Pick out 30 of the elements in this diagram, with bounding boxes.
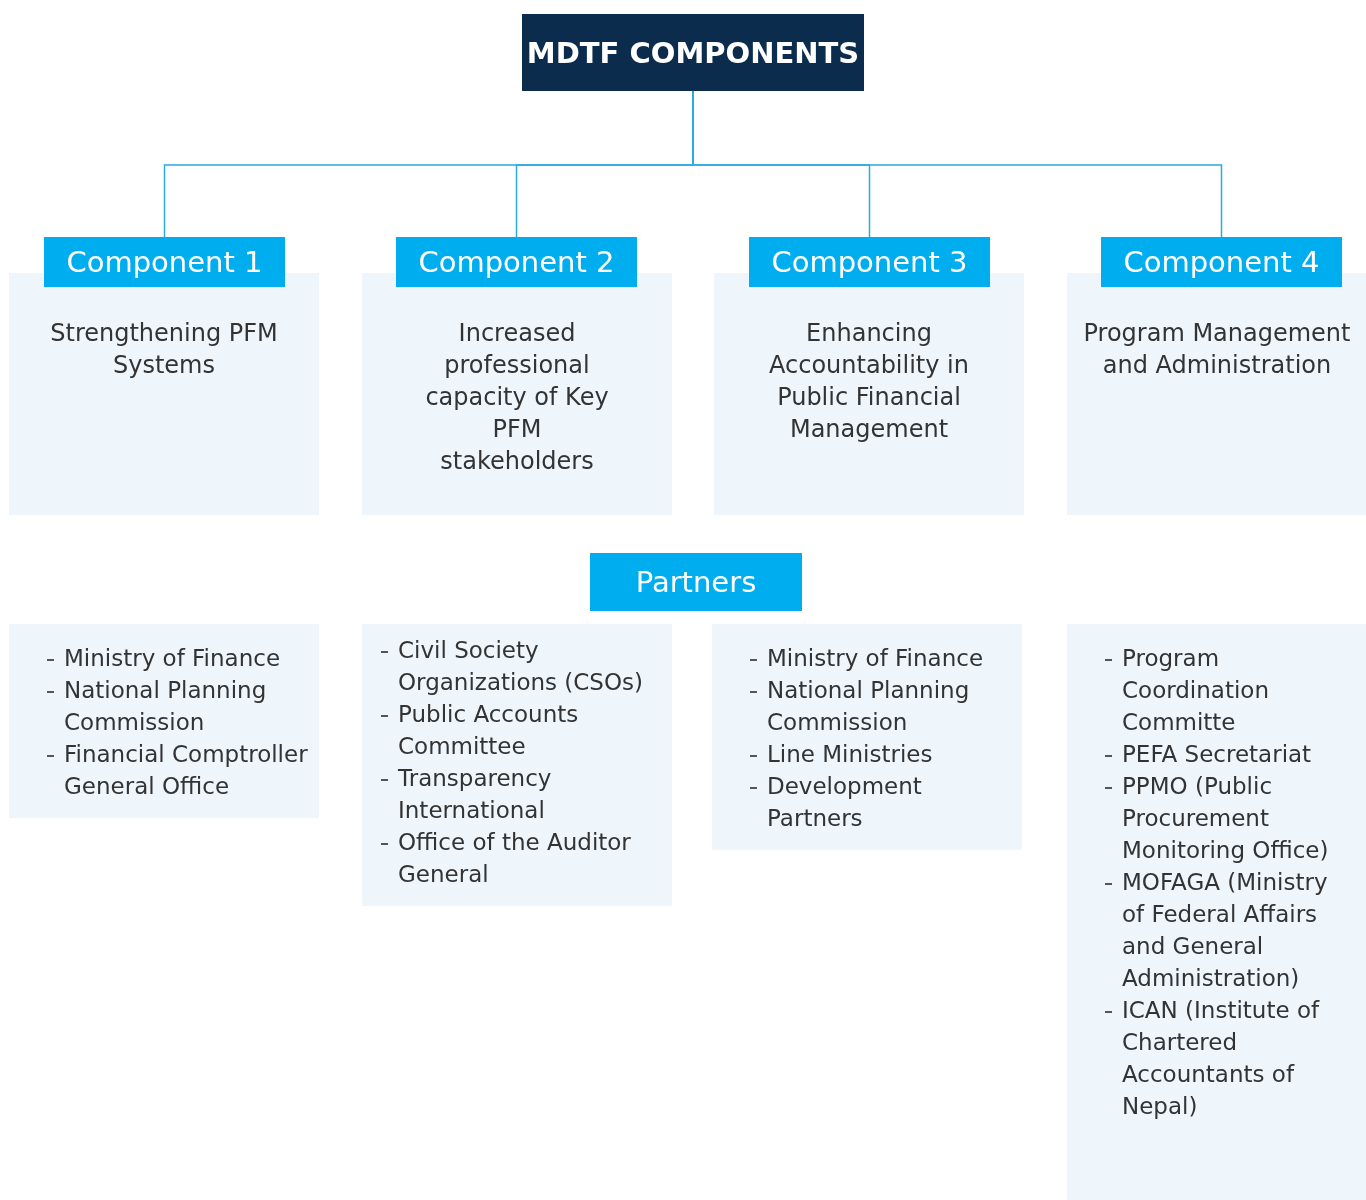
partner-item: Transparency International	[398, 765, 552, 823]
partner-item: National Planning Commission	[64, 677, 267, 735]
partner-list-panel	[712, 624, 1022, 850]
partner-item: ICAN (Institute of Chartered Accountants of Nepal)	[1122, 997, 1320, 1119]
component-tab: Component 1	[44, 237, 285, 287]
partner-item: PPMO (Public Procurement Monitoring Office)	[1122, 773, 1329, 863]
partner-item: Development Partners	[767, 773, 922, 831]
partner-item: Financial Comptroller General Office	[64, 741, 308, 799]
partner-list-panel	[362, 624, 672, 906]
partner-item: Ministry of Finance	[64, 645, 281, 671]
partner-list-panel	[1067, 624, 1366, 1200]
partner-item: Ministry of Finance	[767, 645, 984, 671]
partner-item: Line Ministries	[767, 741, 933, 767]
partner-item: PEFA Secretariat	[1122, 741, 1312, 767]
title-box: MDTF COMPONENTS	[522, 14, 864, 91]
component-description: Strengthening PFM Systems	[49, 318, 279, 381]
component-description: Enhancing Accountability in Public Financial Management	[768, 318, 970, 445]
component-tab: Component 2	[396, 237, 637, 287]
component-description: Program Management and Administration	[1082, 318, 1352, 381]
partner-item: MOFAGA (Ministry of Federal Affairs and General Administration)	[1122, 869, 1328, 991]
section-header: Partners	[590, 553, 802, 611]
partner-item: Civil Society Organizations (CSOs)	[398, 637, 644, 695]
partner-item: Program Coordination Committe	[1122, 645, 1269, 735]
component-tab: Component 4	[1101, 237, 1342, 287]
component-description: Increased professional capacity of Key PFM stakeholders	[424, 318, 610, 477]
partner-item: National Planning Commission	[767, 677, 970, 735]
component-tab: Component 3	[749, 237, 990, 287]
partner-item: Public Accounts Committee	[398, 701, 579, 759]
partner-item: Office of the Auditor General	[398, 829, 631, 887]
partner-list-panel	[9, 624, 319, 818]
